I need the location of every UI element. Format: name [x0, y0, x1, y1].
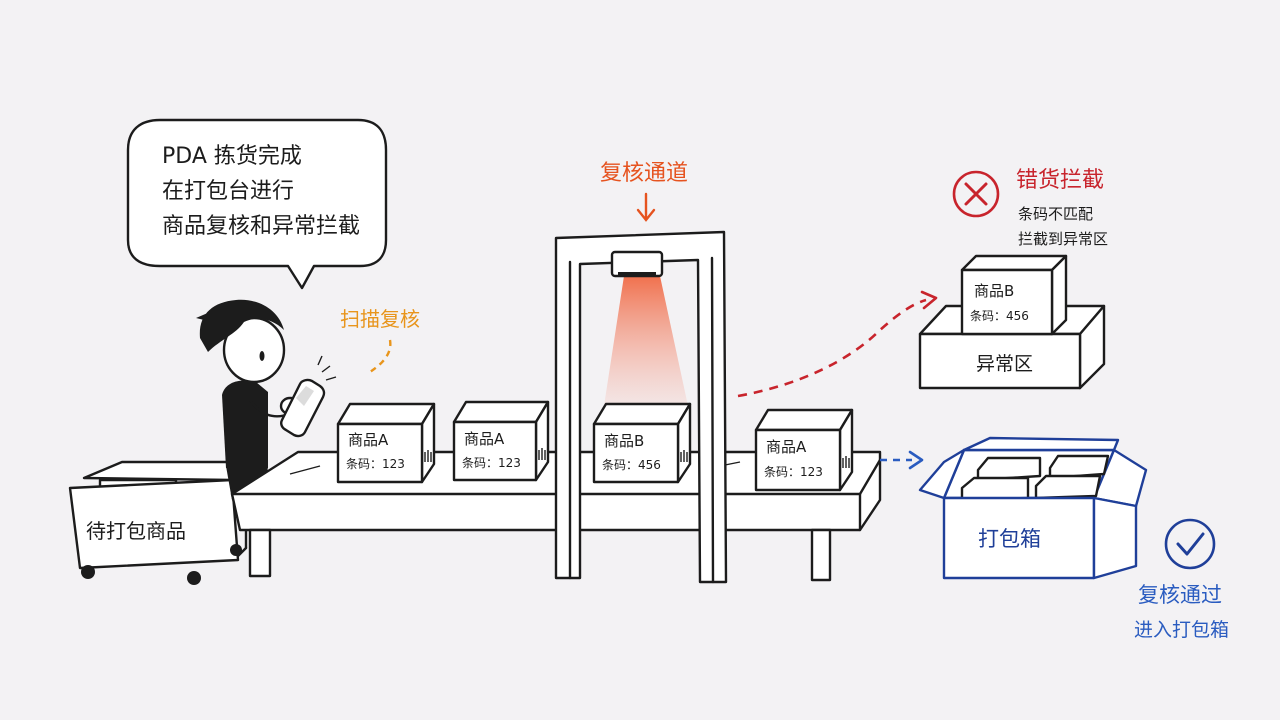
exception-zone-label: 异常区: [976, 353, 1033, 375]
exception-zone: 异常区 商品B 条码：456: [918, 254, 1106, 390]
product-code: 条码：123: [764, 465, 823, 479]
pda-device-icon: [280, 378, 326, 438]
error-cross-icon: [952, 170, 1000, 218]
packing-box: 打包箱: [918, 436, 1148, 580]
product-code: 条码：456: [602, 458, 661, 472]
product-box-1: 商品A 条码：123: [336, 402, 436, 484]
rejected-product-name: 商品B: [974, 282, 1014, 300]
channel-label: 复核通道: [600, 161, 688, 186]
pass-line-2: 进入打包箱: [1134, 619, 1229, 641]
product-code: 条码：123: [462, 456, 521, 470]
cart-wheel: [187, 571, 201, 585]
intercept-line-1: 条码不匹配: [1018, 205, 1093, 223]
bubble-line-3: 商品复核和异常拦截: [162, 214, 360, 239]
product-code: 条码：123: [346, 457, 405, 471]
product-box-4: 商品A 条码：123: [754, 408, 854, 492]
packing-box-label: 打包箱: [978, 527, 1041, 551]
pending-cart: 待打包商品: [68, 460, 248, 585]
intercept-title: 错货拦截: [1016, 168, 1104, 193]
cart-wheel: [81, 565, 95, 579]
intercept-line-2: 拦截到异常区: [1018, 230, 1108, 248]
scan-indicator: [369, 339, 392, 373]
bubble-line-2: 在打包台进行: [162, 179, 294, 204]
bubble-line-1: PDA 拣货完成: [162, 144, 302, 169]
scan-label: 扫描复核: [340, 307, 420, 331]
cart-wheel: [230, 544, 242, 556]
product-name: 商品B: [604, 432, 644, 450]
product-name: 商品A: [348, 431, 389, 449]
intercept-arrow-head-icon: [920, 290, 938, 310]
pass-line-1: 复核通过: [1138, 583, 1222, 607]
channel-arrow-icon: [636, 192, 656, 222]
pending-cart-label: 待打包商品: [86, 519, 186, 543]
product-box-3: 商品B 条码：456: [592, 402, 692, 484]
pass-check-icon: [1164, 518, 1216, 570]
product-name: 商品A: [464, 430, 505, 448]
speech-bubble: PDA 拣货完成 在打包台进行 商品复核和异常拦截: [126, 118, 388, 290]
product-box-2: 商品A 条码：123: [452, 400, 550, 482]
rejected-product-code: 条码：456: [970, 309, 1029, 323]
review-channel-gate: [554, 230, 728, 584]
scanner-laser-beam: [604, 276, 688, 406]
worker: [196, 299, 337, 500]
pass-arrow-head-icon: [908, 450, 924, 470]
product-name: 商品A: [766, 438, 807, 456]
intercept-route-arrow: [737, 298, 927, 398]
